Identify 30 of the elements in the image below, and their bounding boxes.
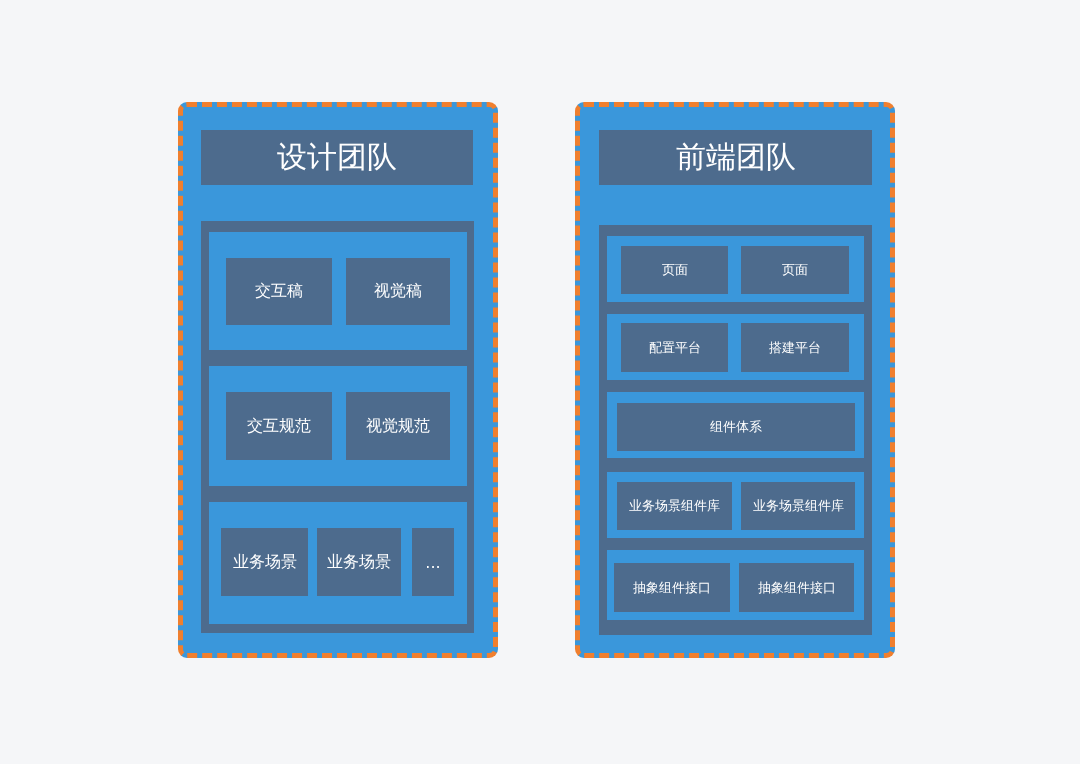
item-box: 配置平台 [621,323,728,372]
group-band [209,502,467,624]
item-box: 业务场景组件库 [617,482,732,530]
content-panel [201,221,474,633]
item-box: 搭建平台 [741,323,849,372]
team-card [178,102,498,658]
group-band [607,236,864,302]
section-title: 前端团队 [599,130,872,185]
group-band [607,392,864,458]
item-box: 视觉规范 [346,392,450,460]
content-panel [599,225,872,635]
section-title: 设计团队 [201,130,473,185]
team-card [575,102,895,658]
group-band [607,314,864,380]
group-band [209,366,467,486]
item-box: 视觉稿 [346,258,450,325]
group-band [607,550,864,620]
item-box: 抽象组件接口 [614,563,730,612]
item-box: 抽象组件接口 [739,563,854,612]
group-band [607,472,864,538]
item-box: ... [412,528,454,596]
item-box: 业务场景 [317,528,401,596]
item-box: 页面 [621,246,728,294]
item-box: 业务场景 [221,528,308,596]
item-box: 交互规范 [226,392,332,460]
item-box: 交互稿 [226,258,332,325]
group-band [209,232,467,350]
item-box: 业务场景组件库 [741,482,855,530]
item-box: 页面 [741,246,849,294]
item-box: 组件体系 [617,403,855,451]
